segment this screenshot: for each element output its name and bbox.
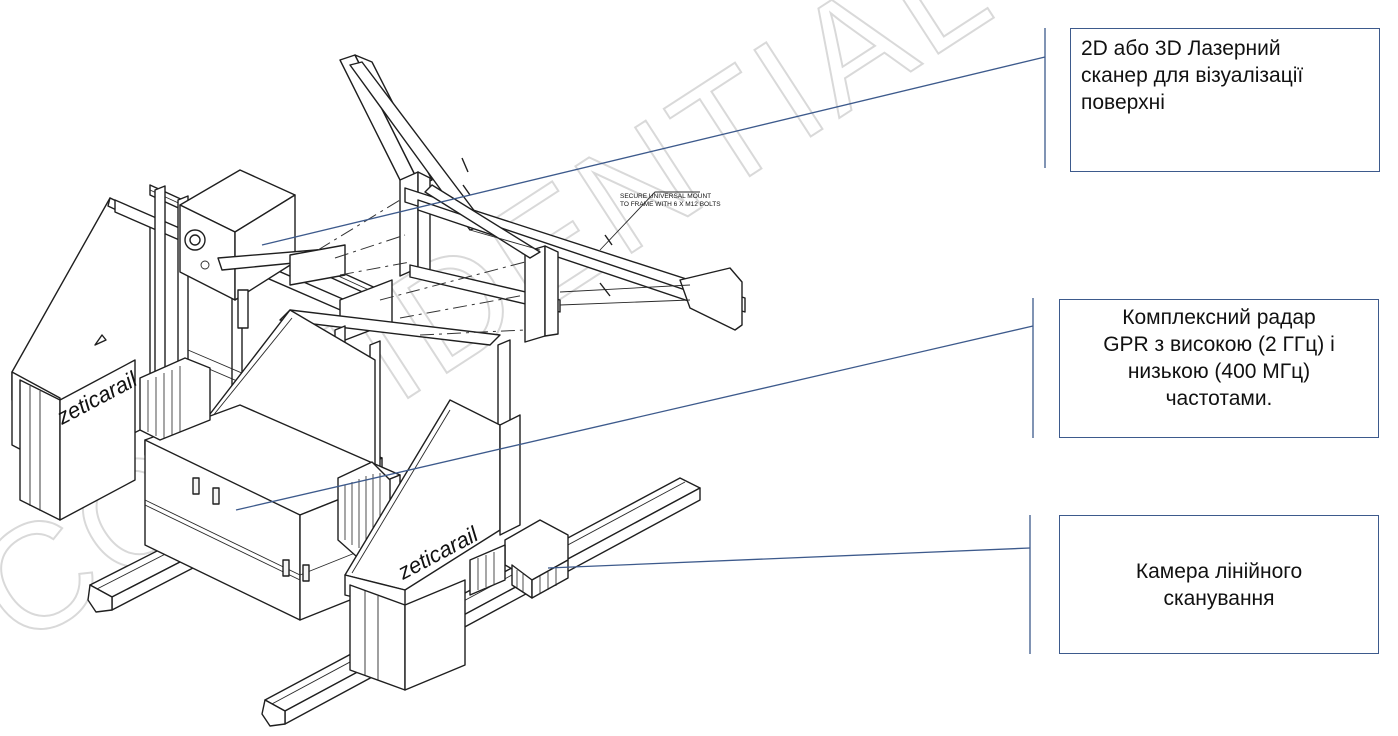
laser-leader [261,56,1046,246]
laser-scanner-callout-text: 2D або 3D Лазерний сканер для візуалізац… [1081,37,1304,114]
gpr-leader [235,325,1034,511]
gpr-assembly [139,309,401,621]
laser-scanner-callout: 2D або 3D Лазерний сканер для візуалізац… [1070,28,1380,172]
left-fins [147,366,181,438]
gpr-radar-callout: Комплексний радар GPR з високою (2 ГГц) … [1059,299,1379,438]
mount-note: SECURE UNIVERSAL MOUNT TO FRAME WITH 6 X… [599,191,721,251]
left-hood: zeticarail [11,197,161,521]
laser-scanner-unit [179,169,346,329]
mount-note-line-2: TO FRAME WITH 6 X M12 BOLTS [620,201,721,208]
line-scan-camera-unit [469,519,569,599]
line-scan-camera-callout-text: Камера лінійного сканування [1135,559,1303,610]
assembly-lines [317,199,526,336]
callout-leaders [235,28,1046,654]
gpr-radar-callout-text: Комплексний радар GPR з високою (2 ГГц) … [1103,306,1335,410]
mount-note-line-1: SECURE UNIVERSAL MOUNT [620,193,711,200]
line-scan-camera-callout: Камера лінійного сканування [1059,515,1379,654]
universal-mount-frame [339,54,746,343]
camera-leader [547,547,1031,569]
